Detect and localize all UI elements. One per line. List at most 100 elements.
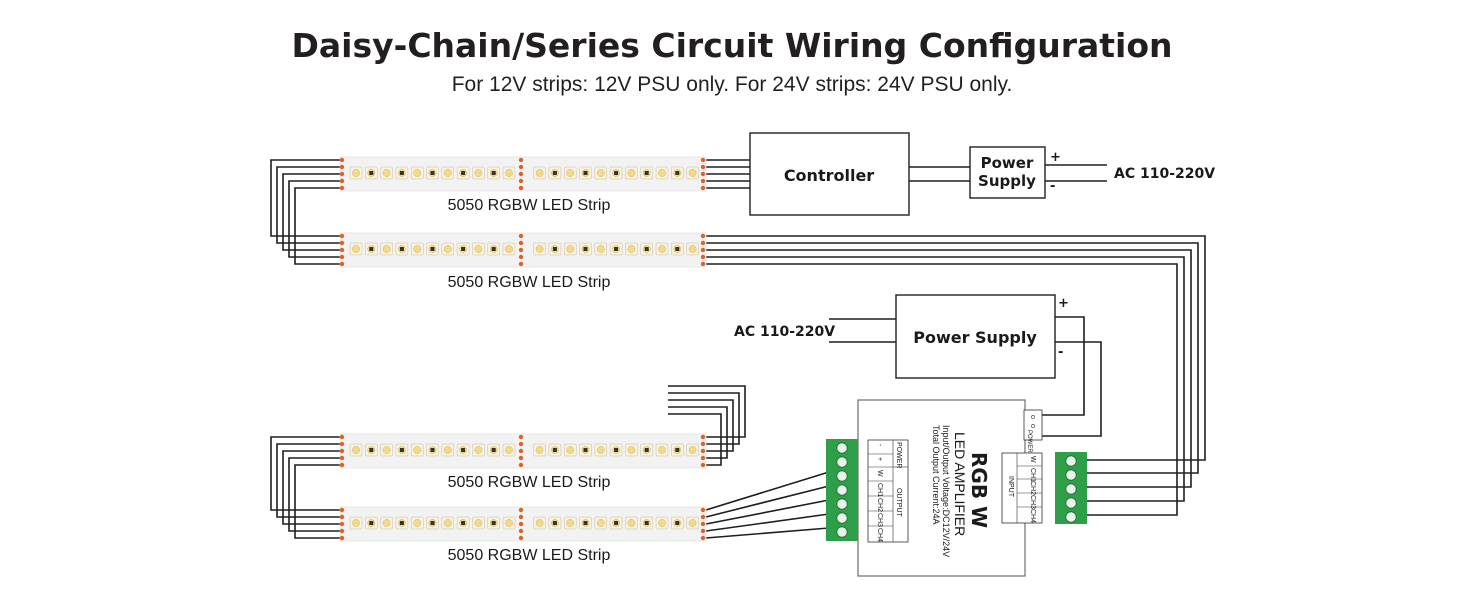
input-pin-w: W <box>1029 456 1036 463</box>
led-chip <box>441 443 455 457</box>
led-chip <box>349 516 363 530</box>
led-chip <box>410 166 424 180</box>
led-chip <box>579 443 592 457</box>
led-chip <box>365 166 378 180</box>
led-chip <box>563 242 577 256</box>
output-pin-w: W <box>876 470 883 477</box>
led-chip <box>655 166 669 180</box>
led-chip <box>548 166 562 180</box>
led-chip <box>456 166 470 180</box>
power-supply-mid-label: Power Supply <box>913 328 1037 347</box>
solder-pad <box>339 185 345 191</box>
terminal-screw <box>836 526 848 538</box>
solder-pad <box>700 240 706 246</box>
terminal-screw <box>1065 469 1077 481</box>
diagram-subtitle: For 12V strips: 12V PSU only. For 24V st… <box>451 73 1013 96</box>
solder-pad <box>339 178 345 184</box>
led-chip <box>563 443 577 457</box>
led-chip <box>548 516 562 530</box>
led-chip <box>487 242 500 256</box>
solder-pad <box>339 448 345 454</box>
output-pin-ch3: CH3 <box>876 513 883 527</box>
solder-pad <box>518 178 524 184</box>
led-chip <box>426 166 439 180</box>
led-chip <box>365 443 378 457</box>
led-amplifier: RGB W LED AMPLIFIER Input/Output Voltage… <box>826 399 1087 577</box>
led-chip <box>609 166 623 180</box>
solder-pad <box>700 247 706 253</box>
led-chip <box>594 242 608 256</box>
led-chip <box>671 242 684 256</box>
output-pin-ch4: CH4 <box>876 528 883 542</box>
solder-pad <box>339 507 345 513</box>
led-chip <box>563 166 577 180</box>
solder-pad <box>700 521 706 527</box>
terminal-screw <box>1065 483 1077 495</box>
solder-pad <box>339 514 345 520</box>
led-chip <box>655 516 669 530</box>
led-chip <box>502 516 516 530</box>
led-chip <box>410 443 424 457</box>
led-chip <box>625 242 638 256</box>
power-supply-top-label-line2: Supply <box>978 172 1036 190</box>
solder-pad <box>518 164 524 170</box>
terminal-screw <box>836 484 848 496</box>
led-chip <box>609 516 623 530</box>
power-supply-top-label-line1: Power <box>981 154 1034 172</box>
solder-pad <box>700 261 706 267</box>
controller: Controller <box>749 132 910 216</box>
led-chip <box>426 242 439 256</box>
terminal-screw <box>836 456 848 468</box>
power-supply-top: Power Supply + - AC 110-220V <box>969 146 1215 199</box>
led-chip <box>441 166 455 180</box>
led-chip <box>487 516 500 530</box>
led-chip <box>563 516 577 530</box>
led-chip <box>579 166 592 180</box>
solder-pad <box>700 164 706 170</box>
solder-pad <box>518 448 524 454</box>
led-chip <box>395 242 409 256</box>
solder-pad <box>339 247 345 253</box>
solder-pad <box>518 240 524 246</box>
led-chip <box>548 443 562 457</box>
solder-pad <box>339 164 345 170</box>
power-jack-label: POWER <box>1026 430 1032 453</box>
strip-label: 5050 RGBW LED Strip <box>448 274 611 291</box>
solder-pad <box>339 254 345 260</box>
solder-pad <box>518 254 524 260</box>
led-chip <box>686 516 699 530</box>
solder-pad <box>700 462 706 468</box>
solder-pad <box>339 521 345 527</box>
solder-pad <box>339 462 345 468</box>
solder-pad <box>518 233 524 239</box>
input-pin-table: INPUT W CH1 CH2 CH3 CH4 <box>1001 452 1043 524</box>
led-chip <box>365 516 378 530</box>
terminal-screw <box>1065 511 1077 523</box>
led-chip <box>395 166 409 180</box>
led-chip <box>502 166 516 180</box>
led-chip <box>548 242 562 256</box>
led-chip <box>380 443 393 457</box>
solder-pad <box>339 528 345 534</box>
led-strips: 5050 RGBW LED Strip 5050 RGBW LED Strip 50… <box>339 156 707 564</box>
power-supply-top-plus: + <box>1050 150 1061 165</box>
strip-label: 5050 RGBW LED Strip <box>448 197 611 214</box>
solder-pad <box>518 157 524 163</box>
led-chip <box>640 443 653 457</box>
led-strip: 5050 RGBW LED Strip <box>339 232 707 291</box>
output-pin-plus: + <box>876 457 883 461</box>
power-supply-mid-minus: - <box>1058 345 1063 360</box>
power-supply-mid-ac: AC 110-220V <box>734 324 835 340</box>
power-supply-mid-plus: + <box>1058 296 1069 311</box>
led-chip <box>594 443 608 457</box>
led-chip <box>686 443 699 457</box>
solder-pad <box>700 254 706 260</box>
solder-pad <box>700 185 706 191</box>
led-strip: 5050 RGBW LED Strip <box>339 433 707 491</box>
output-terminal-block <box>826 439 858 541</box>
wires <box>270 159 1206 539</box>
led-chip <box>395 443 409 457</box>
led-chip <box>640 516 653 530</box>
solder-pad <box>518 261 524 267</box>
led-chip <box>533 443 546 457</box>
